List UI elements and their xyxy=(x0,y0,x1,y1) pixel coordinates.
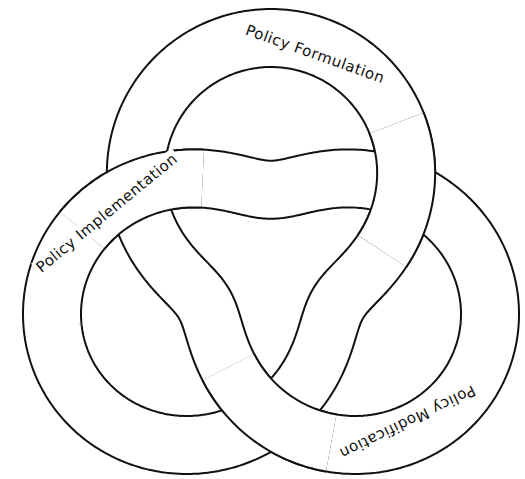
knot-crossing-edge xyxy=(382,123,406,251)
knot-band-edge xyxy=(52,38,490,445)
knot-crossing-fill xyxy=(382,123,406,251)
knot-crossing-fill xyxy=(228,367,331,443)
knot-crossing-edge xyxy=(228,367,331,443)
knot-band-fill xyxy=(52,38,490,445)
